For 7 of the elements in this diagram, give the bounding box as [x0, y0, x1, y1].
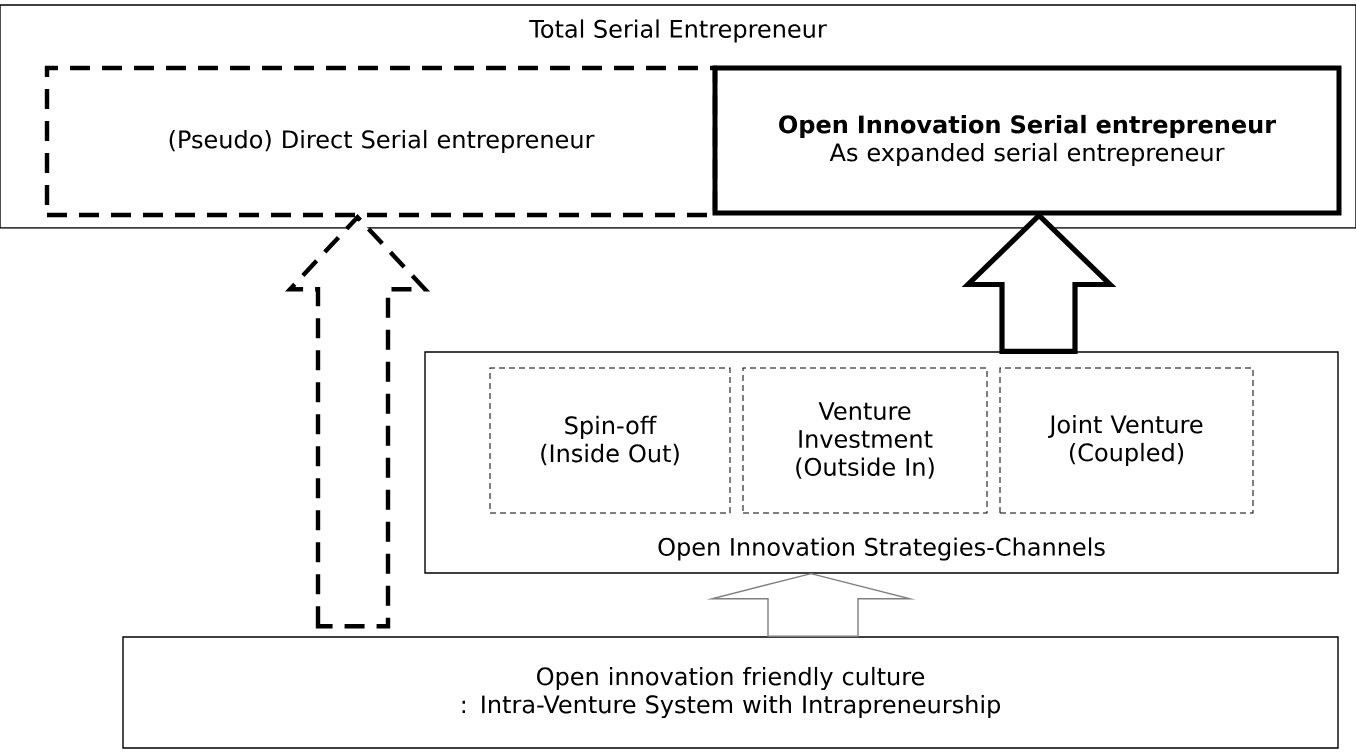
strategy-box: Venture Investment (Outside In): [742, 367, 988, 514]
dashed-box: (Pseudo) Direct Serial entrepreneur: [44, 65, 718, 218]
process-box: Open innovation friendly culture : Intra-Venture System with Intrapreneurship: [122, 636, 1339, 749]
strategy-box: Spin-off (Inside Out): [489, 367, 731, 514]
strategy-box: Joint Venture (Coupled): [999, 367, 1254, 514]
block-arrow: [284, 213, 431, 629]
process-box: Open Innovation Serial entrepreneur As expanded serial entrepreneur: [712, 65, 1342, 216]
